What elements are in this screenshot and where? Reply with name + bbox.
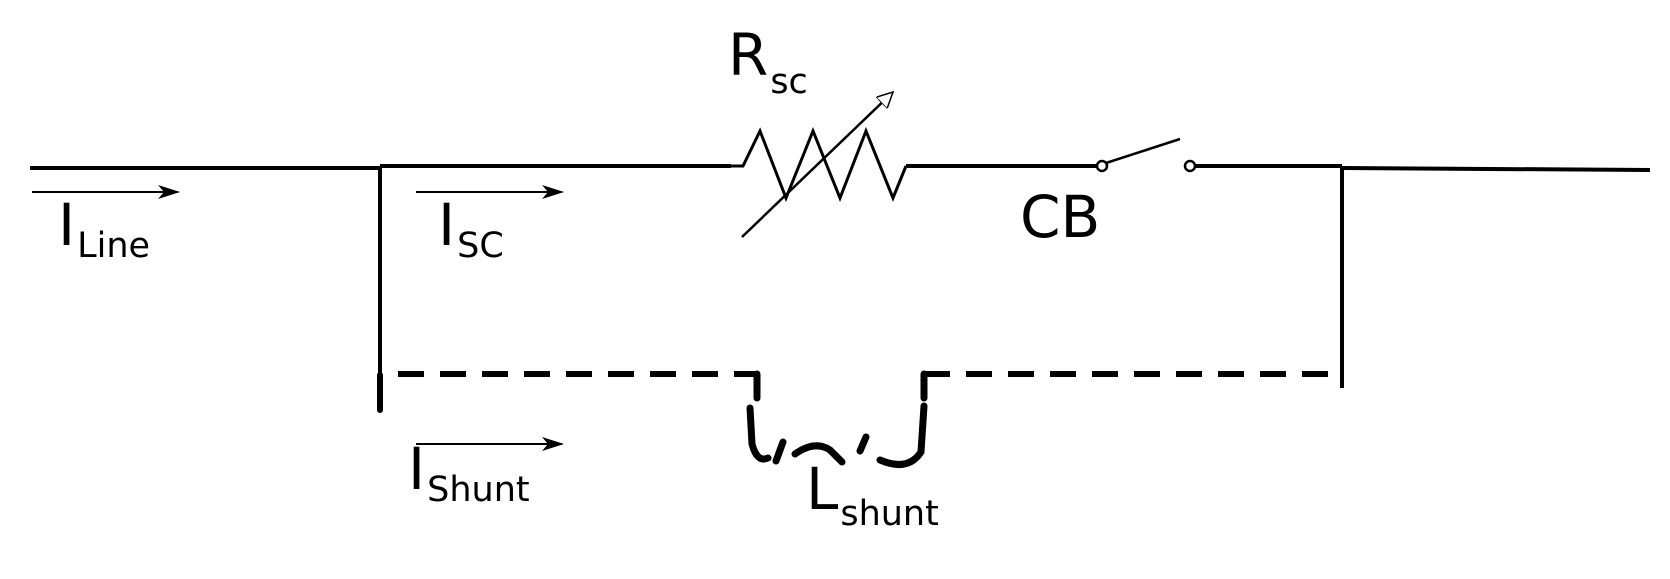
breaker-contact-right (1183, 159, 1197, 173)
label-i-shunt-sub: Shunt (427, 470, 530, 510)
label-l-shunt-sub: shunt (840, 494, 939, 534)
label-i-sc-sub: SC (457, 226, 504, 266)
label-cb-main: CB (1020, 183, 1101, 251)
label-i-sc: ISC (438, 196, 504, 264)
breaker-contact-left (1095, 159, 1109, 173)
label-i-sc-main: I (438, 191, 456, 259)
resistor-rsc-zigzag (731, 126, 908, 203)
label-l-shunt: Lshunt (806, 460, 939, 532)
label-i-shunt-main: I (408, 435, 426, 503)
label-i-shunt: IShunt (408, 440, 530, 508)
inductor-lshunt-coil (746, 370, 928, 468)
label-r-sc: Rsc (728, 26, 808, 100)
label-cb: CB (1020, 188, 1100, 246)
label-i-line: ILine (58, 196, 150, 264)
variable-arrow-icon (741, 92, 893, 238)
main-line-right (1341, 166, 1651, 172)
label-r-sc-sub: sc (770, 62, 808, 102)
label-i-line-sub: Line (77, 226, 151, 266)
breaker-blade (1105, 137, 1181, 165)
label-i-line-main: I (58, 191, 76, 259)
label-r-sc-main: R (728, 21, 769, 89)
label-l-shunt-main: L (806, 455, 839, 523)
